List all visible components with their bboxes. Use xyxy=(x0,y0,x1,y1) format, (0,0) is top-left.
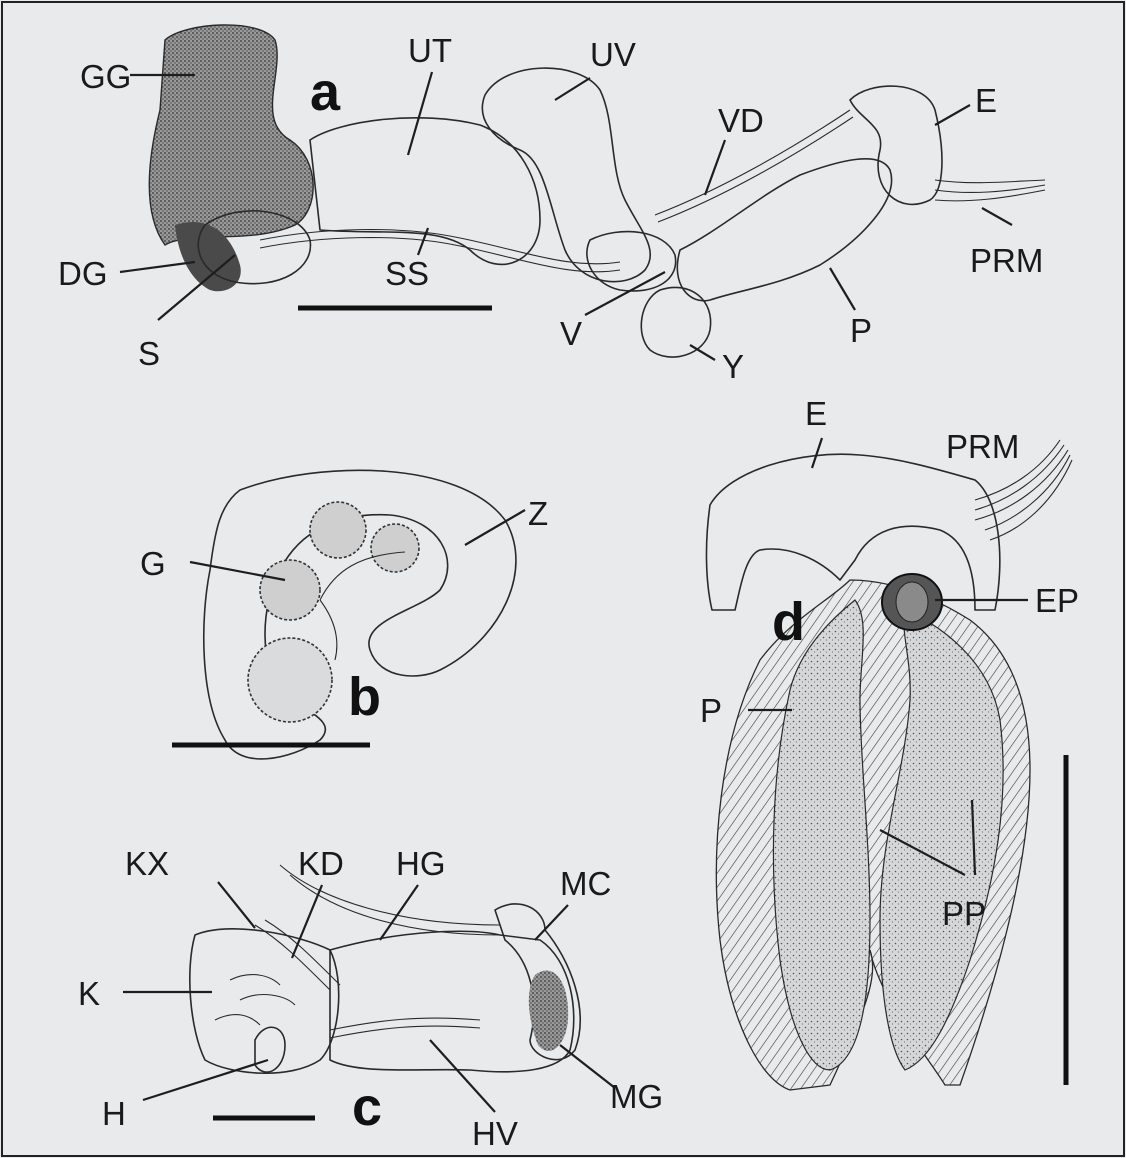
ss-duct xyxy=(260,230,620,264)
prm-strands xyxy=(935,180,1045,201)
leader-hv xyxy=(430,1040,495,1112)
leader-mc xyxy=(535,905,568,940)
panel-b: G Z b xyxy=(140,470,548,759)
epiphallus-shape xyxy=(850,86,942,204)
label-mc: MC xyxy=(560,865,611,902)
leader-h xyxy=(143,1060,268,1100)
uterus-shape xyxy=(310,118,540,265)
label-vd: VD xyxy=(718,102,764,139)
leader-p-a xyxy=(830,268,855,310)
leader-y xyxy=(690,345,715,360)
label-ep: EP xyxy=(1035,582,1079,619)
mantle-gland-shape xyxy=(529,971,568,1051)
label-p-a: P xyxy=(850,312,872,349)
label-p-d: P xyxy=(700,692,722,729)
label-dg: DG xyxy=(58,255,108,292)
leader-uv xyxy=(555,78,590,100)
label-ss: SS xyxy=(385,255,429,292)
leader-kd xyxy=(292,885,322,958)
label-gg: GG xyxy=(80,58,131,95)
vagina-shape xyxy=(587,232,676,291)
panel-a: GG a UT UV VD E PRM DG SS S V Y P xyxy=(58,25,1045,385)
label-s: S xyxy=(138,335,160,372)
label-h: H xyxy=(102,1095,126,1132)
epiphallic-pore-inner xyxy=(896,582,928,622)
label-mg: MG xyxy=(610,1078,663,1115)
label-ut: UT xyxy=(408,32,452,69)
panel-c: KX KD HG MC K H HV MG c xyxy=(78,845,663,1152)
leader-kx xyxy=(218,882,255,928)
label-k: K xyxy=(78,975,100,1012)
label-kd: KD xyxy=(298,845,344,882)
hv-vessel xyxy=(330,1018,480,1038)
leader-z xyxy=(465,510,525,545)
leader-e-a xyxy=(935,105,970,125)
label-uv: UV xyxy=(590,36,636,73)
leader-vd xyxy=(705,140,725,195)
leader-mg xyxy=(560,1045,615,1088)
ss-duct-inner xyxy=(260,238,620,272)
panel-letter-d: d xyxy=(772,592,805,652)
leader-ut xyxy=(408,72,432,155)
label-e-a: E xyxy=(975,82,997,119)
label-kx: KX xyxy=(125,845,169,882)
panel-letter-a: a xyxy=(310,62,341,122)
label-prm-a: PRM xyxy=(970,242,1043,279)
kidney-duct xyxy=(255,920,340,990)
panel-letter-c: c xyxy=(352,1077,382,1137)
kidney-region-shape xyxy=(190,929,339,1073)
panel-letter-b: b xyxy=(348,667,381,727)
leader-e-d xyxy=(812,438,822,468)
panel-d: E PRM EP P PP d xyxy=(700,395,1079,1090)
glandular-lobes xyxy=(248,502,419,722)
label-g: G xyxy=(140,545,166,582)
kidney-folds xyxy=(215,975,295,1025)
leader-prm-a xyxy=(982,208,1012,225)
y-shape xyxy=(641,287,710,357)
label-y: Y xyxy=(722,348,744,385)
label-hg: HG xyxy=(396,845,446,882)
label-e-d: E xyxy=(805,395,827,432)
heart-shape xyxy=(255,1027,285,1072)
leader-dg xyxy=(120,262,195,272)
uv-shape xyxy=(482,68,650,282)
label-v: V xyxy=(560,315,582,352)
label-pp: PP xyxy=(942,895,986,932)
gland-gg-shape xyxy=(149,25,313,245)
label-hv: HV xyxy=(472,1115,518,1152)
label-z: Z xyxy=(528,495,548,532)
label-prm-d: PRM xyxy=(946,428,1019,465)
